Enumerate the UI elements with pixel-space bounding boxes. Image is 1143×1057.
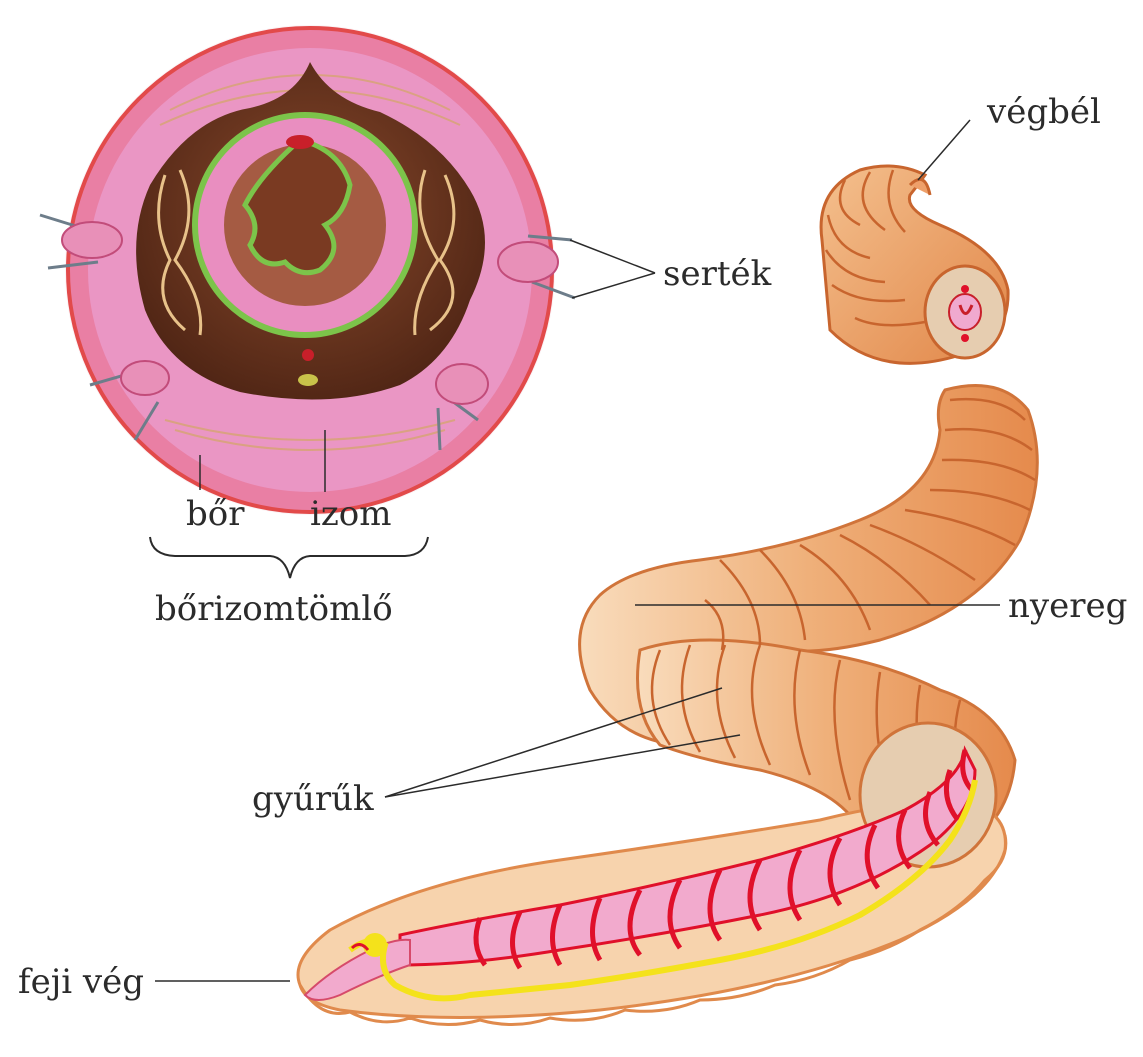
label-bor: bőr [186, 494, 245, 534]
nephridia [157, 169, 456, 336]
label-vegbel: végbél [986, 92, 1101, 132]
ventral-vessel [302, 349, 314, 361]
label-feji-veg: feji vég [18, 962, 144, 1002]
label-sertek: serték [663, 254, 772, 294]
ventral-nerve-cord [298, 374, 318, 386]
label-borizomtomlo: bőrizomtömlő [155, 589, 393, 629]
gut [398, 745, 977, 967]
blood-vessel-rings [473, 749, 974, 970]
cross-section [39, 25, 576, 515]
tail-segment [819, 164, 1010, 365]
brace [149, 536, 429, 579]
segment-rings [650, 397, 1036, 801]
leader-lines [149, 119, 1000, 982]
nerve-cord [348, 779, 978, 1002]
label-nyereg: nyereg [1008, 586, 1127, 626]
typhlosole [242, 137, 353, 276]
worm-body [296, 384, 1039, 1027]
label-gyuruk: gyűrűk [252, 779, 374, 819]
label-izom: izom [310, 494, 392, 534]
brain-ganglion [363, 933, 387, 957]
